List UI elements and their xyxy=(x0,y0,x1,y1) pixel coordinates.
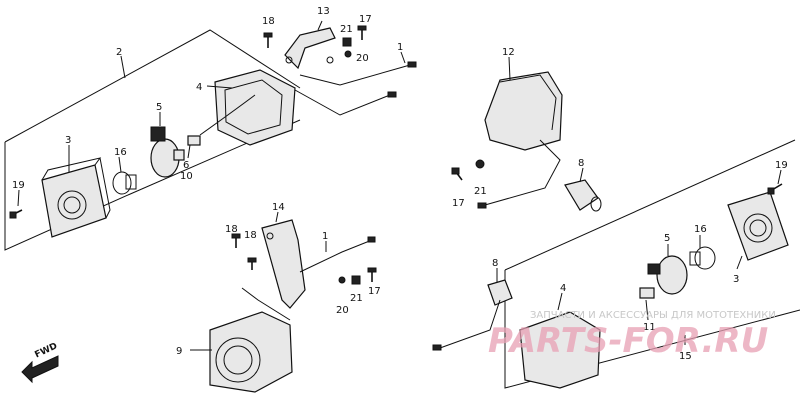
wire-left xyxy=(294,61,417,116)
label-6: 6 xyxy=(183,160,189,171)
label-14: 14 xyxy=(272,202,285,213)
label-21-mid: 21 xyxy=(350,293,363,304)
label-18-mid-b: 18 xyxy=(244,230,257,241)
right-housing-12 xyxy=(477,71,563,209)
label-4-left: 4 xyxy=(196,82,202,93)
label-20-mid: 20 xyxy=(336,305,349,316)
label-1-top: 1 xyxy=(397,42,403,53)
watermark-brand: PARTS-FOR.RU xyxy=(488,321,768,361)
watermark: ЗАПЧАСТИ И АКСЕССУАРЫ ДЛЯ МОТОТЕХНИКИ PA… xyxy=(488,310,776,361)
leader-lines xyxy=(17,20,782,351)
label-15: 15 xyxy=(679,351,692,362)
label-19-left: 19 xyxy=(12,180,25,191)
label-4-right: 4 xyxy=(560,283,566,294)
socket-right xyxy=(639,255,688,299)
lens-left xyxy=(41,157,111,238)
rear-right-assembly-frame xyxy=(504,139,800,389)
screw-right xyxy=(767,183,783,195)
label-13: 13 xyxy=(317,6,330,17)
label-18-top: 18 xyxy=(262,16,275,27)
label-17-mid: 17 xyxy=(368,286,381,297)
bulb-right xyxy=(689,246,716,270)
fwd-arrow xyxy=(21,355,59,384)
screws-middle xyxy=(231,233,377,285)
screw-left xyxy=(9,209,23,219)
label-21-right: 21 xyxy=(474,186,487,197)
label-20-top: 20 xyxy=(356,53,369,64)
label-16-right: 16 xyxy=(694,224,707,235)
part-labels: 2 3 4 5 16 6 10 19 18 13 21 17 20 1 14 1… xyxy=(12,6,788,362)
screws-top xyxy=(263,25,367,58)
housing-right xyxy=(432,279,601,389)
label-19-right: 19 xyxy=(775,160,788,171)
socket-left xyxy=(150,126,201,178)
rear-left-assembly xyxy=(209,219,376,393)
label-9: 9 xyxy=(176,346,182,357)
label-1-mid: 1 xyxy=(322,231,328,242)
bulb-left xyxy=(112,171,137,195)
label-17-right: 17 xyxy=(452,198,465,209)
label-8-right: 8 xyxy=(492,258,498,269)
label-3-left: 3 xyxy=(65,135,71,146)
label-12: 12 xyxy=(502,47,515,58)
label-5-left: 5 xyxy=(156,102,162,113)
label-16-left: 16 xyxy=(114,147,127,158)
grommet-8-top xyxy=(564,179,602,212)
housing-left xyxy=(199,69,296,146)
bracket-top xyxy=(284,27,336,70)
label-2: 2 xyxy=(116,47,122,58)
watermark-tagline: ЗАПЧАСТИ И АКСЕССУАРЫ ДЛЯ МОТОТЕХНИКИ xyxy=(530,310,776,321)
label-10: 10 xyxy=(180,171,193,182)
label-5-right: 5 xyxy=(664,233,670,244)
label-8-top: 8 xyxy=(578,158,584,169)
label-11: 11 xyxy=(643,322,656,333)
label-21-top: 21 xyxy=(340,24,353,35)
label-17-top: 17 xyxy=(359,14,372,25)
lens-right xyxy=(727,191,789,261)
label-18-mid-a: 18 xyxy=(225,224,238,235)
screws-right-top xyxy=(451,159,485,181)
label-3-right: 3 xyxy=(733,274,739,285)
